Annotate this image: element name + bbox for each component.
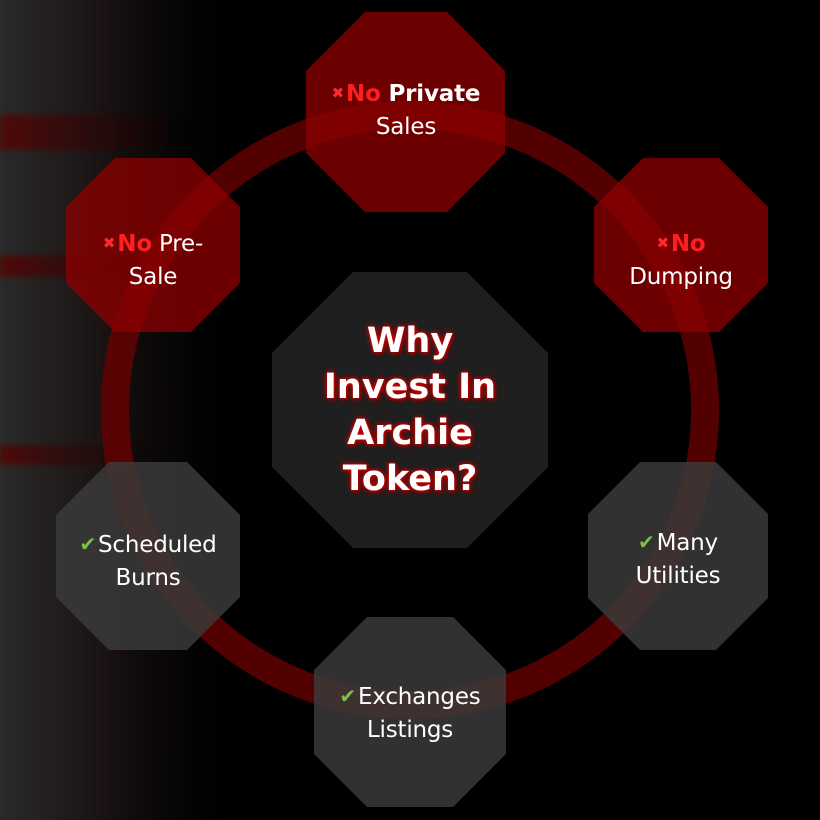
check-icon: ✔ bbox=[79, 531, 97, 556]
sale-label: Sale bbox=[128, 263, 178, 290]
no-label: No bbox=[670, 230, 706, 257]
no-label: No bbox=[346, 80, 381, 107]
center-title-line-4: Token? bbox=[342, 459, 478, 499]
node-scheduled-burns: ✔Scheduled Burns bbox=[56, 506, 240, 616]
node-no-pre-sale: ✖No Pre- Sale bbox=[66, 205, 240, 315]
dumping-label: Dumping bbox=[629, 263, 733, 290]
many-utilities-octagon-shape bbox=[588, 462, 768, 650]
pre-label: Pre- bbox=[151, 230, 204, 257]
no-label: No bbox=[117, 230, 152, 257]
scheduled-label: Scheduled bbox=[98, 531, 217, 558]
center-title: Why Invest In Archie Token? bbox=[300, 305, 520, 515]
node-no-dumping: ✖No Dumping bbox=[594, 205, 768, 315]
cross-icon: ✖ bbox=[331, 83, 345, 102]
check-icon: ✔ bbox=[638, 529, 655, 554]
exchanges-listings-octagon-shape bbox=[314, 617, 506, 807]
node-many-utilities: ✔Many Utilities bbox=[588, 504, 768, 614]
many-label: Many bbox=[656, 529, 719, 556]
burns-label: Burns bbox=[115, 564, 181, 591]
center-title-line-1: Why bbox=[366, 321, 454, 361]
scheduled-burns-octagon-shape bbox=[56, 462, 240, 650]
cross-icon: ✖ bbox=[656, 233, 669, 252]
private-sales-octagon-shape bbox=[306, 12, 505, 212]
pre-sale-octagon-shape bbox=[66, 158, 240, 332]
center-title-line-2: Invest In bbox=[323, 367, 497, 407]
utilities-label: Utilities bbox=[635, 562, 721, 589]
exchanges-label: Exchanges bbox=[357, 683, 481, 710]
cross-icon: ✖ bbox=[102, 233, 116, 252]
private-label: Private bbox=[380, 80, 481, 107]
listings-label: Listings bbox=[366, 716, 454, 743]
center-title-line-3: Archie bbox=[347, 413, 473, 453]
node-no-private-sales: ✖No Private Sales bbox=[306, 55, 506, 165]
check-icon: ✔ bbox=[339, 683, 356, 708]
no-dumping-octagon-shape bbox=[594, 158, 768, 332]
background-red-streak-1 bbox=[0, 115, 230, 150]
center-octagon-shape bbox=[272, 272, 548, 548]
node-exchanges-listings: ✔Exchanges Listings bbox=[314, 658, 506, 768]
sales-label: Sales bbox=[375, 113, 437, 140]
